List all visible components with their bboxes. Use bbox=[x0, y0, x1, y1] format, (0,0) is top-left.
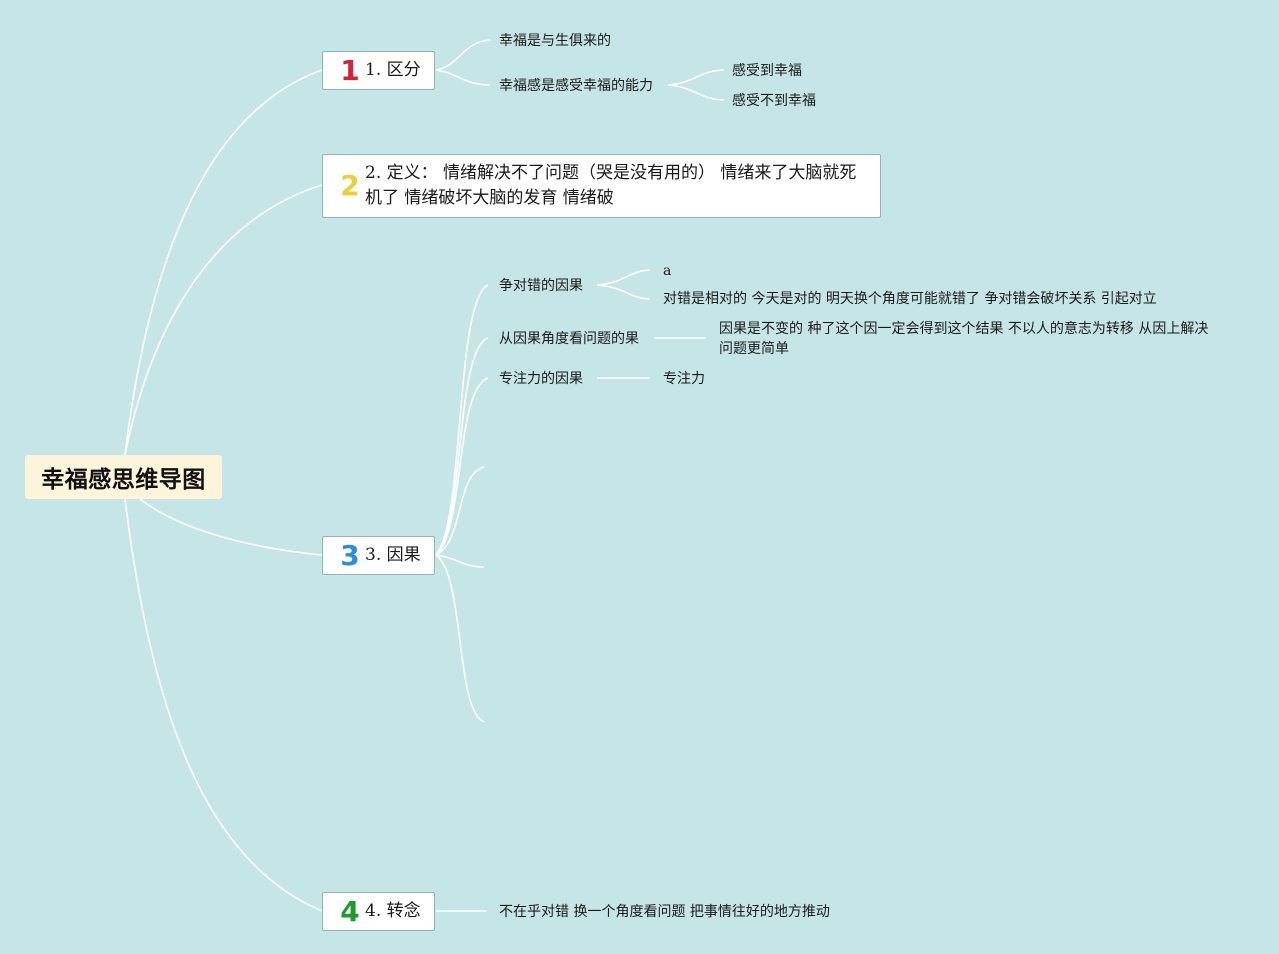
connector-t1-child-1 bbox=[435, 39, 491, 71]
number-4-icon: 4 bbox=[340, 894, 360, 928]
connector-t1-child-2 bbox=[435, 69, 491, 86]
subtopic-feel-happiness[interactable]: 感受到幸福 bbox=[732, 63, 802, 79]
subtopic-not-feel-happiness[interactable]: 感受不到幸福 bbox=[732, 93, 816, 109]
connector-t1-sub-2 bbox=[667, 84, 725, 101]
connector-t3-sub-b bbox=[596, 284, 651, 300]
topic-4-reframe[interactable]: 4 4. 转念 bbox=[322, 892, 435, 931]
subtopic-happiness-ability[interactable]: 幸福感是感受幸福的能力 bbox=[499, 78, 653, 94]
connector-root-topic-2 bbox=[124, 184, 323, 456]
subtopic-cause-unchanging[interactable]: 因果是不变的 种了这个因一定会得到这个结果 不以人的意志为转移 从因上解决问题更… bbox=[719, 321, 1209, 357]
connector-root-topic-4 bbox=[124, 498, 323, 912]
root-topic[interactable]: 幸福感思维导图 bbox=[25, 455, 222, 499]
subtopic-happiness-innate[interactable]: 幸福是与生俱来的 bbox=[499, 33, 611, 49]
subtopic-reframe-detail[interactable]: 不在乎对错 换一个角度看问题 把事情往好的地方推动 bbox=[499, 904, 830, 920]
topic-1-distinguish[interactable]: 1 1. 区分 bbox=[322, 51, 435, 90]
connector-t3-empty-1 bbox=[435, 466, 485, 556]
subtopic-right-wrong-cause[interactable]: 争对错的因果 bbox=[499, 278, 583, 294]
number-1-icon: 1 bbox=[340, 53, 360, 87]
number-3-icon: 3 bbox=[340, 538, 360, 572]
connector-t3-child-1 bbox=[435, 284, 489, 556]
connector-t3-empty-2 bbox=[435, 554, 485, 568]
connector-t3-sub-a bbox=[596, 269, 651, 286]
subtopic-cause-perspective[interactable]: 从因果角度看问题的果 bbox=[499, 331, 639, 347]
topic-2-definition[interactable]: 2 2. 定义： 情绪解决不了问题（哭是没有用的） 情绪来了大脑就死机了 情绪破… bbox=[322, 154, 881, 218]
connector-root-topic-3 bbox=[139, 498, 323, 556]
number-2-icon: 2 bbox=[340, 169, 360, 202]
subtopic-a[interactable]: a bbox=[663, 263, 672, 279]
root-title: 幸福感思维导图 bbox=[41, 467, 206, 493]
topic-3-label: 3. 因果 bbox=[365, 545, 421, 565]
topic-4-label: 4. 转念 bbox=[365, 901, 421, 921]
connector-t3-child-2 bbox=[435, 337, 489, 556]
subtopic-right-wrong-relative[interactable]: 对错是相对的 今天是对的 明天换个角度可能就错了 争对错会破坏关系 引起对立 bbox=[663, 291, 1157, 307]
topic-1-label: 1. 区分 bbox=[365, 60, 421, 80]
subtopic-focus[interactable]: 专注力 bbox=[663, 371, 705, 387]
connector-root-topic-1 bbox=[124, 69, 323, 456]
connector-t1-sub-1 bbox=[667, 69, 725, 86]
topic-3-cause-effect[interactable]: 3 3. 因果 bbox=[322, 536, 435, 575]
connector-t3-empty-3 bbox=[435, 554, 485, 723]
subtopic-focus-cause[interactable]: 专注力的因果 bbox=[499, 371, 583, 387]
topic-2-label: 2. 定义： 情绪解决不了问题（哭是没有用的） 情绪来了大脑就死机了 情绪破坏大… bbox=[365, 163, 857, 208]
connector-t3-child-3 bbox=[435, 377, 489, 556]
